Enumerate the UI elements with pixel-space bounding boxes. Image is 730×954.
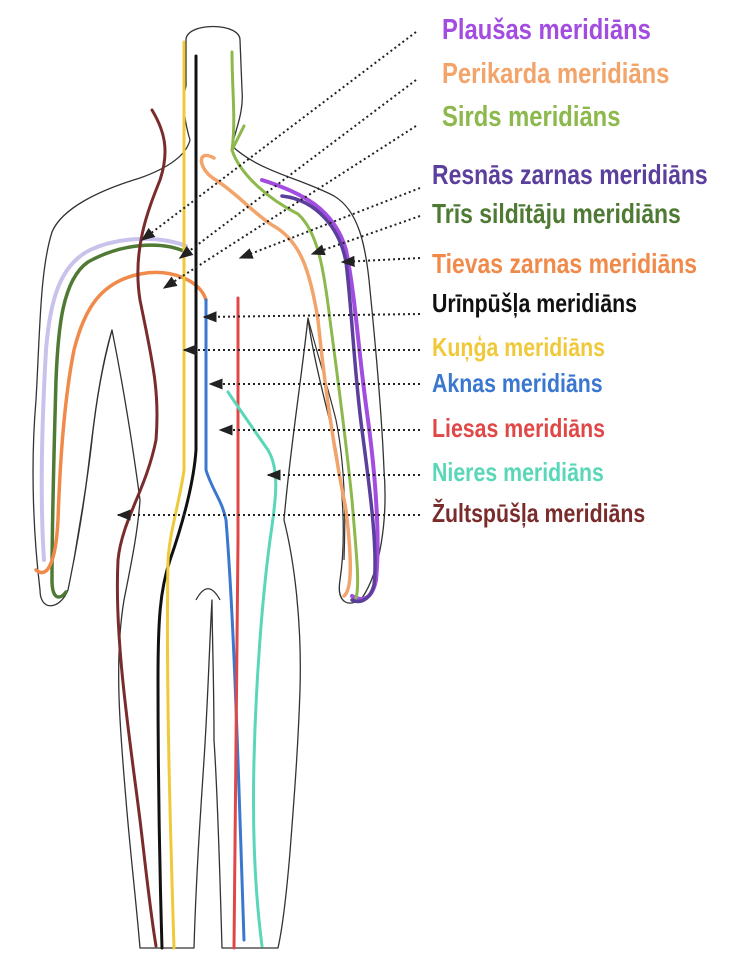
label-heart-meridian: Sirds meridiāns [442, 103, 620, 132]
label-lung-meridian: Plaušas meridiāns [442, 16, 651, 45]
arrow-small-intestine [342, 258, 420, 262]
heart-meridian-line [232, 52, 358, 598]
label-stomach-meridian: Kuņģa meridiāns [432, 334, 605, 360]
label-spleen-meridian: Liesas meridiāns [432, 415, 605, 441]
label-small-intestine-meridian: Tievas zarnas meridiāns [432, 250, 697, 278]
label-gallbladder-meridian: Žultspūšļa meridiāns [432, 500, 645, 526]
label-triple-burner-meridian: Trīs sildītāju meridiāns [432, 200, 681, 228]
arrow-pericardium [180, 80, 416, 258]
spleen-meridian-line [234, 298, 238, 948]
label-kidney-meridian: Nieres meridiāns [432, 459, 604, 485]
arrow-bladder [204, 314, 420, 317]
triple-burner-meridian-line [52, 245, 186, 597]
label-large-intestine-meridian: Resnās zarnas meridiāns [432, 161, 708, 189]
right-inner-arm [308, 318, 345, 560]
left-inner-arm [74, 330, 112, 560]
label-liver-meridian: Aknas meridiāns [432, 370, 603, 396]
label-bladder-meridian: Urīnpūšļa meridiāns [432, 290, 637, 316]
stomach-meridian-line [167, 42, 184, 948]
lung-meridian-left-line [42, 239, 186, 560]
label-pericardium-meridian: Perikarda meridiāns [442, 60, 669, 89]
arrow-heart [164, 126, 416, 288]
crotch [196, 589, 220, 600]
